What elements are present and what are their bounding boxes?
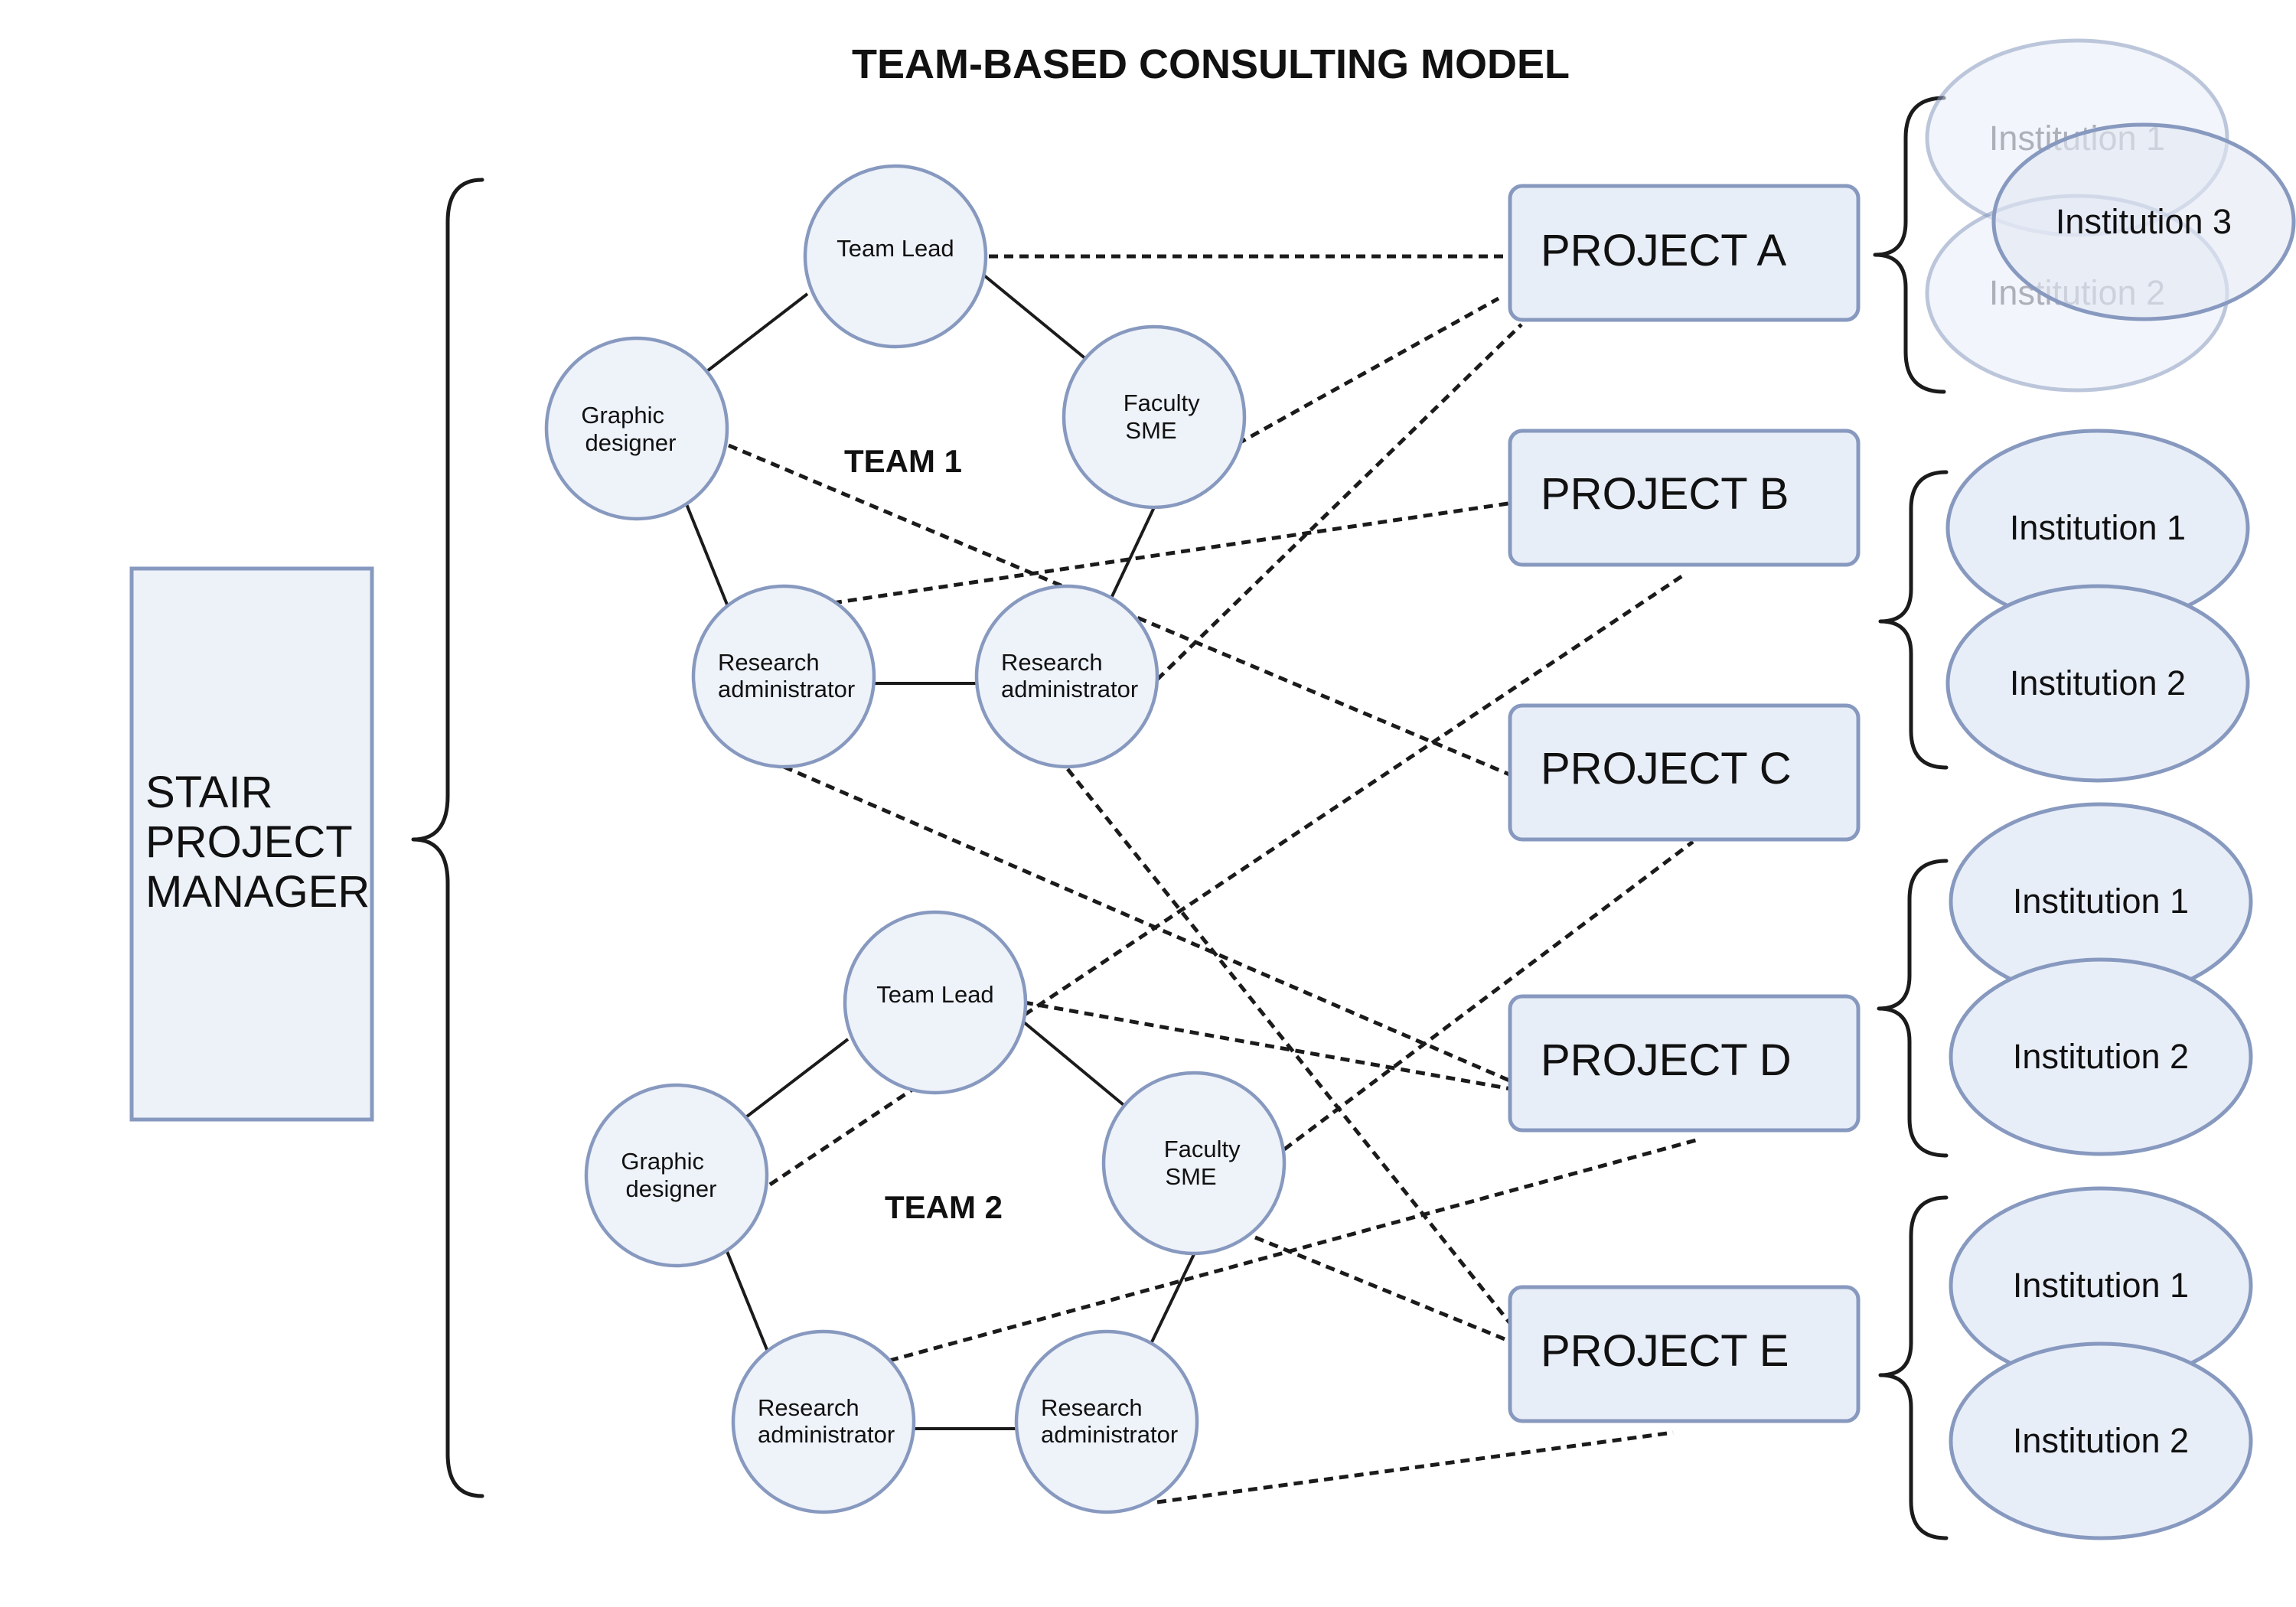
- project-d-brace: [1877, 859, 1949, 1158]
- manager-line-3: MANAGER: [145, 867, 370, 917]
- team-2-research-administrator-1: Research administrator: [731, 1329, 916, 1514]
- svg-text:Institution 1: Institution 1: [2010, 508, 2186, 547]
- project-b-institutions: Institution 1 Institution 2: [1945, 429, 2250, 783]
- project-a: PROJECT A: [1508, 184, 1861, 322]
- team-1: TEAM 1 Team Lead Graphic designer Facult…: [544, 164, 1247, 769]
- team-1-research-administrator-2: Research administrator: [974, 584, 1159, 769]
- diagram-title: TEAM-BASED CONSULTING MODEL: [852, 41, 1570, 87]
- team-1-faculty-sme: Faculty SME: [1062, 324, 1247, 510]
- project-c: PROJECT C: [1508, 703, 1861, 842]
- project-d-institutions: Institution 1 Institution 2: [1949, 802, 2253, 1156]
- stair-project-manager: STAIR PROJECT MANAGER: [129, 566, 374, 1122]
- project-b-institution-2: Institution 2: [1945, 584, 2250, 783]
- projects: PROJECT A PROJECT B PROJECT C PROJECT D …: [1508, 184, 1861, 1423]
- svg-text:Research administrator: Research administrator: [718, 649, 855, 702]
- project-a-institutions: Institution 1 Institution 2 Institution …: [1925, 38, 2296, 393]
- team-2-team-lead: Team Lead: [843, 910, 1028, 1095]
- project-b-institution-1: Institution 1: [1945, 429, 2250, 627]
- svg-text:Institution 2: Institution 2: [2013, 1037, 2189, 1076]
- svg-text:Institution 1: Institution 1: [2013, 1266, 2189, 1305]
- project-d-institution-2: Institution 2: [1949, 957, 2253, 1156]
- svg-text:Team Lead: Team Lead: [837, 235, 954, 262]
- team-1-label: TEAM 1: [844, 443, 962, 479]
- project-e-brace: [1878, 1195, 1949, 1540]
- svg-text:PROJECT B: PROJECT B: [1541, 469, 1789, 519]
- svg-text:Team Lead: Team Lead: [876, 981, 993, 1008]
- project-e-institution-1: Institution 1: [1949, 1186, 2253, 1385]
- team-2-faculty-sme: Faculty SME: [1101, 1071, 1287, 1256]
- svg-text:Graphic designer: Graphic designer: [621, 1148, 716, 1202]
- team-2-label: TEAM 2: [885, 1189, 1003, 1225]
- project-a-institution-3: Institution 3: [1991, 122, 2296, 321]
- project-b: PROJECT B: [1508, 429, 1861, 567]
- project-e: PROJECT E: [1508, 1285, 1861, 1423]
- svg-text:Institution 3: Institution 3: [2056, 202, 2232, 241]
- team-2-connections: [723, 1021, 1196, 1430]
- team-2-graphic-designer: Graphic designer: [584, 1083, 769, 1268]
- svg-text:Research administrator: Research administrator: [1001, 649, 1138, 702]
- svg-text:Faculty SME: Faculty SME: [1124, 390, 1207, 444]
- project-a-brace: [1873, 96, 1946, 394]
- svg-text:Graphic designer: Graphic designer: [581, 402, 676, 456]
- project-b-brace: [1878, 470, 1949, 770]
- svg-text:PROJECT C: PROJECT C: [1541, 744, 1792, 794]
- team-1-research-administrator-1: Research administrator: [691, 584, 876, 769]
- teams-brace: [411, 178, 484, 1498]
- svg-text:Research administrator: Research administrator: [1041, 1394, 1178, 1448]
- manager-line-1: STAIR: [145, 768, 273, 817]
- team-2: TEAM 2 Team Lead Graphic designer Facult…: [584, 910, 1287, 1514]
- team-1-connections: [683, 274, 1156, 685]
- svg-text:Research administrator: Research administrator: [758, 1394, 895, 1448]
- project-d: PROJECT D: [1508, 994, 1861, 1133]
- team-1-graphic-designer: Graphic designer: [544, 336, 729, 521]
- svg-text:Institution 1: Institution 1: [2013, 882, 2189, 921]
- project-e-institution-2: Institution 2: [1949, 1341, 2253, 1540]
- svg-text:PROJECT E: PROJECT E: [1541, 1326, 1789, 1376]
- svg-text:PROJECT D: PROJECT D: [1541, 1035, 1792, 1085]
- svg-text:PROJECT A: PROJECT A: [1541, 226, 1787, 275]
- svg-text:Faculty SME: Faculty SME: [1164, 1136, 1247, 1190]
- team-2-research-administrator-2: Research administrator: [1014, 1329, 1199, 1514]
- svg-text:Institution 2: Institution 2: [2013, 1421, 2189, 1460]
- project-d-institution-1: Institution 1: [1949, 802, 2253, 1001]
- manager-line-2: PROJECT: [145, 817, 352, 867]
- team-1-team-lead: Team Lead: [803, 164, 988, 349]
- project-e-institutions: Institution 1 Institution 2: [1949, 1186, 2253, 1540]
- svg-text:STAIR PROJECT MANA: STAIR PROJECT MANAGER: [145, 768, 370, 917]
- svg-text:Institution 2: Institution 2: [2010, 663, 2186, 702]
